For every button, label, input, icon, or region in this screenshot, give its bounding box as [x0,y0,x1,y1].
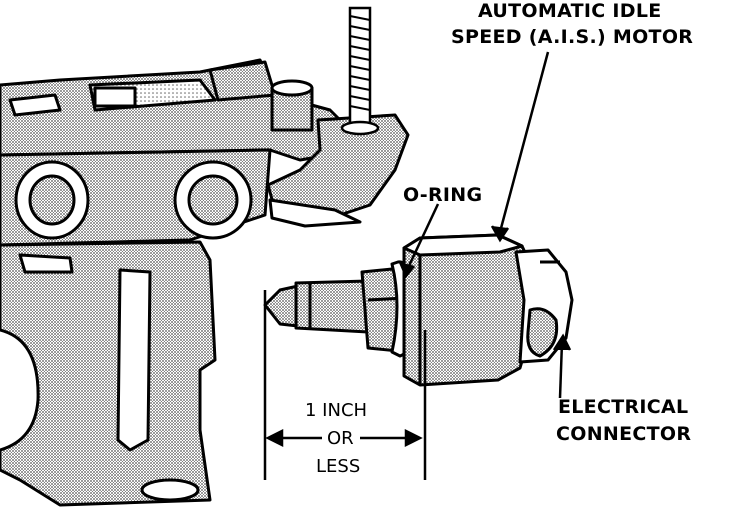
dimension-marker [263,290,427,480]
mounting-stud [340,6,380,136]
electrical-connector-label-line2: CONNECTOR [556,423,692,445]
electrical-connector-label-line1: ELECTRICAL [558,396,689,418]
throttle-ports [14,160,253,240]
ais-motor-label-line2: SPEED (A.I.S.) MOTOR [451,26,694,48]
dimension-label-line3: LESS [316,456,361,477]
o-ring-label: O-RING [403,184,483,206]
leader-lines [398,51,572,399]
ais-motor-label-line1: AUTOMATIC IDLE [478,0,662,22]
ais-motor [263,233,574,387]
dimension-label-line1: 1 INCH [305,400,368,421]
dimension-label-line2: OR [327,428,354,449]
